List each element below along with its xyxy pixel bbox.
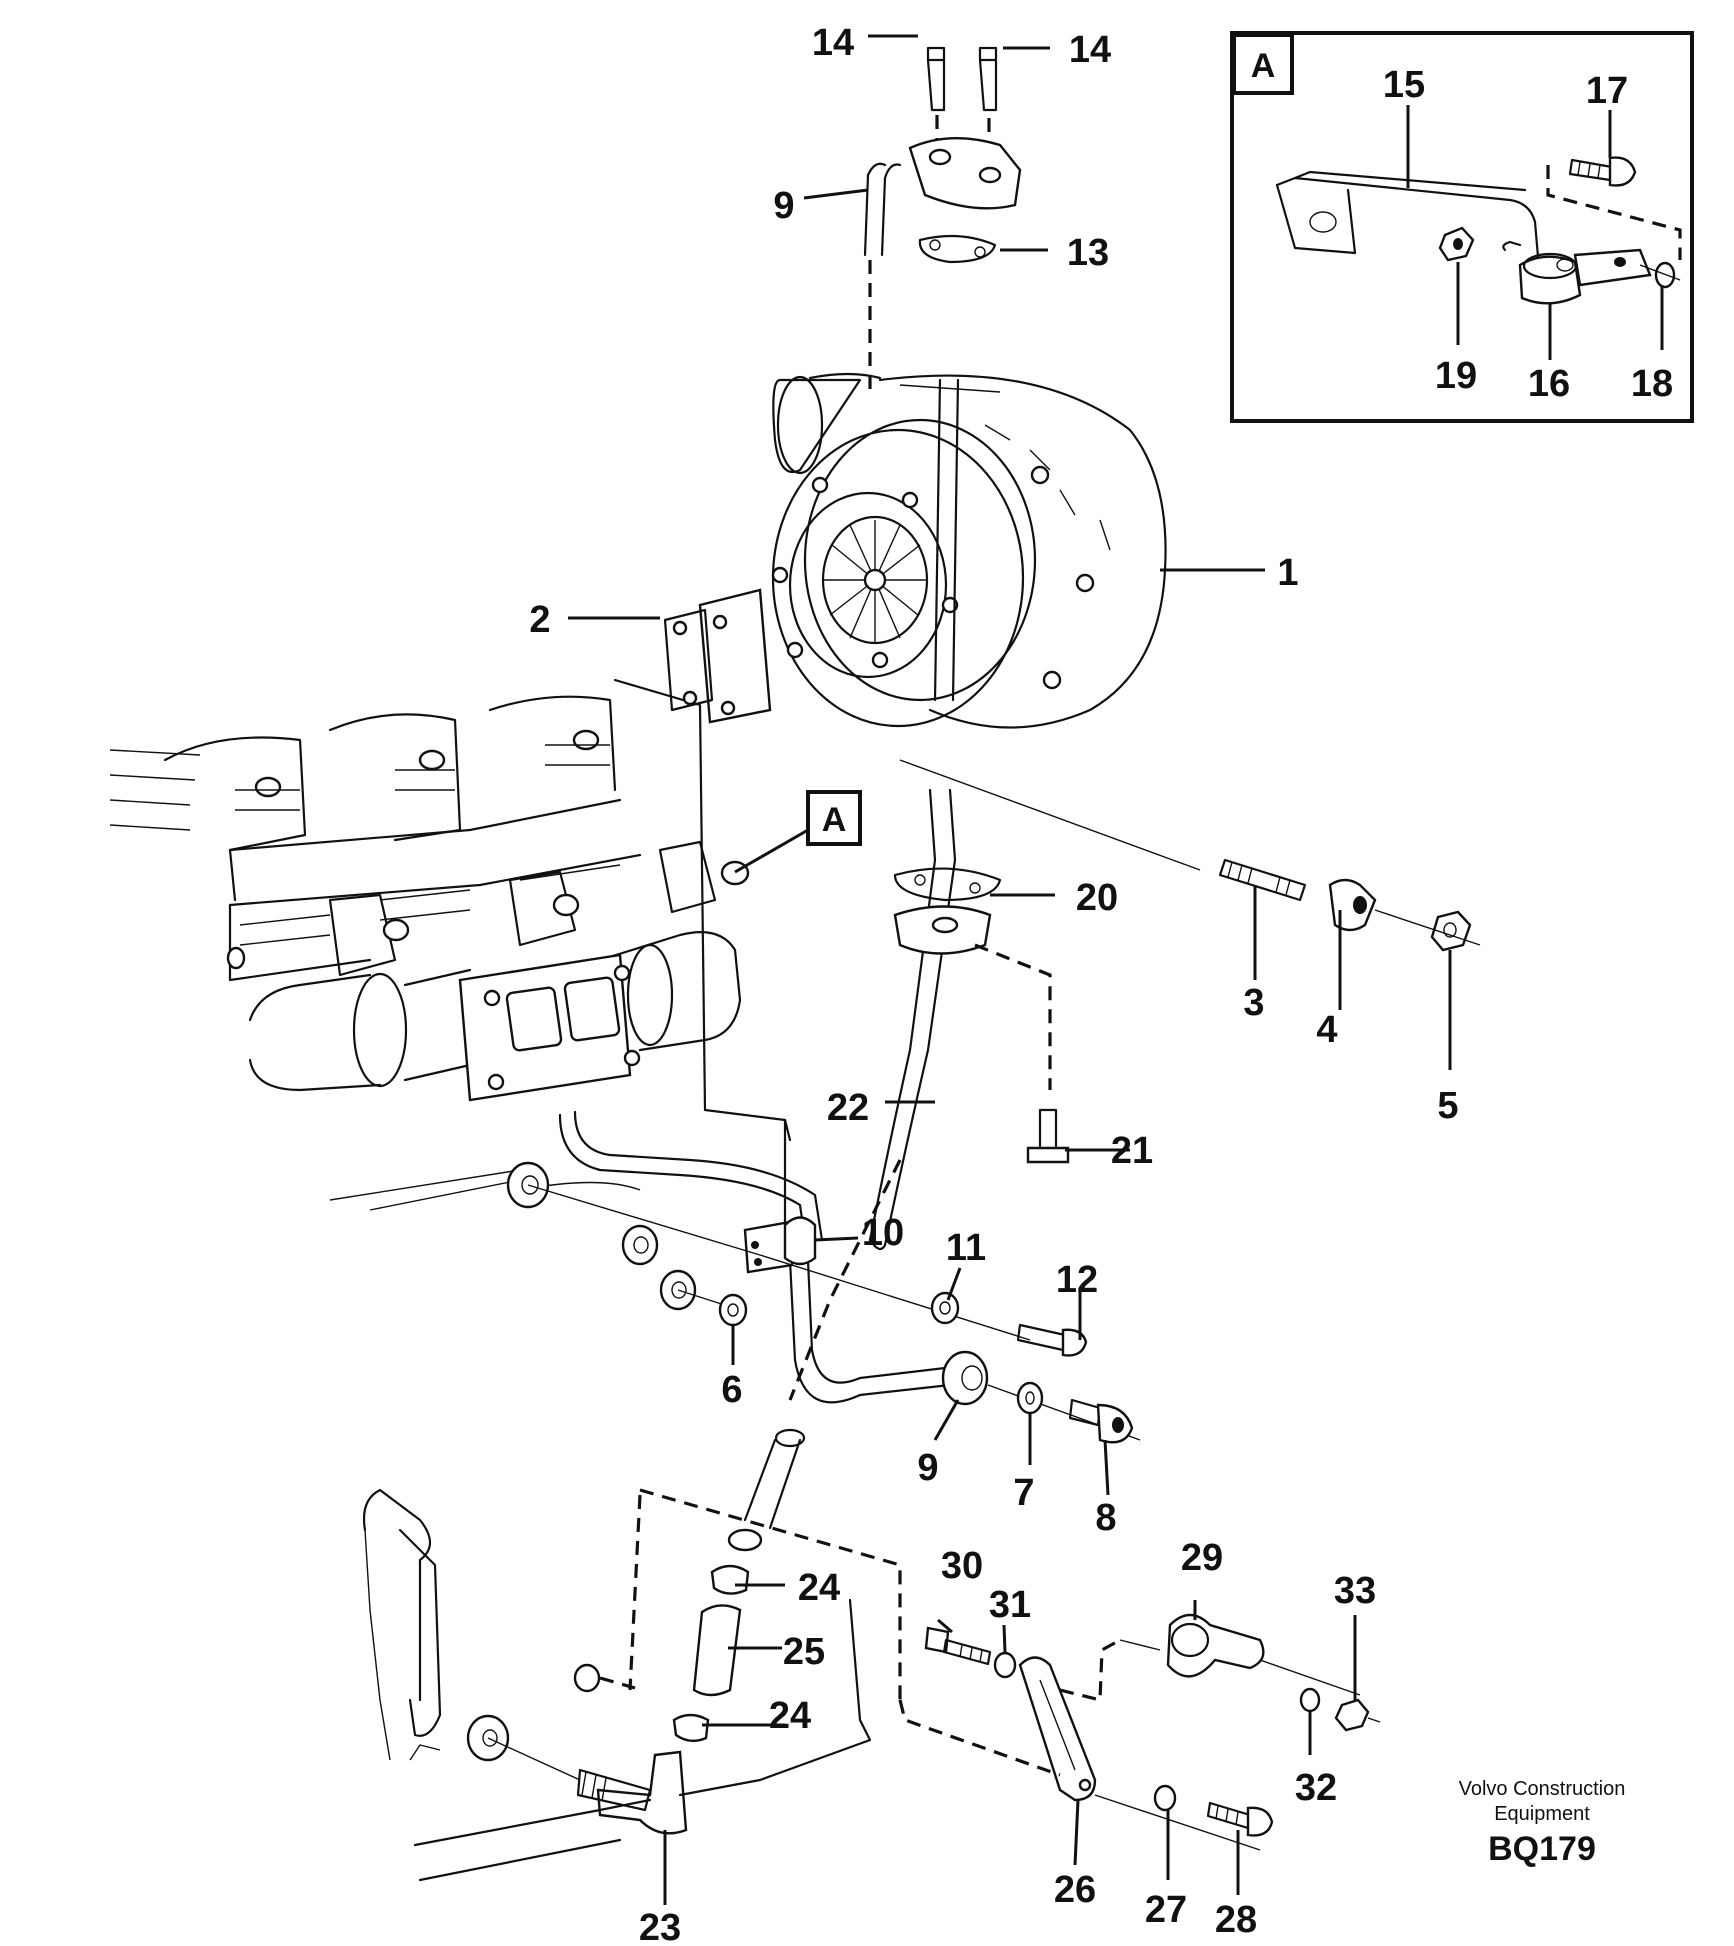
oil-pipes (506, 46, 1141, 1441)
callout-5: 5 (1437, 1085, 1458, 1127)
callout-11: 11 (946, 1227, 986, 1269)
callout-8: 8 (1095, 1497, 1116, 1539)
callout-32: 32 (1295, 1767, 1337, 1809)
callout-14: 14 (1069, 29, 1111, 71)
callout-4: 4 (1316, 1009, 1337, 1051)
turbocharger (663, 372, 1201, 871)
callout-31: 31 (989, 1584, 1031, 1626)
callout-24: 24 (769, 1695, 811, 1737)
callout-9: 9 (773, 185, 794, 227)
callout-26: 26 (1054, 1869, 1096, 1911)
callout-28: 28 (1215, 1899, 1257, 1941)
callout-25: 25 (783, 1631, 825, 1673)
callout-6: 6 (721, 1369, 742, 1411)
compressor-wheel-blades (823, 520, 928, 643)
callout-2: 2 (529, 599, 550, 641)
callout-29: 29 (1181, 1537, 1223, 1579)
oil-return-hose (362, 1428, 902, 1882)
detail-frame-a: A (1230, 31, 1694, 423)
engine-block (109, 678, 792, 1237)
credit-line-1: Volvo Construction (1459, 1778, 1626, 1800)
callout-15: 15 (1383, 64, 1425, 106)
callout-1: 1 (1277, 552, 1298, 594)
callout-labels: 14 14 9 13 1 2 20 3 4 5 22 21 10 11 12 6… (529, 22, 1673, 1946)
callout-14: 14 (812, 22, 854, 64)
callout-3: 3 (1243, 982, 1264, 1024)
callout-13: 13 (1067, 232, 1109, 274)
credit-line-2: Equipment (1494, 1803, 1590, 1825)
credit-block: Volvo Construction Equipment BQ179 (1459, 1778, 1626, 1868)
callout-18: 18 (1631, 363, 1673, 405)
callout-24: 24 (798, 1567, 840, 1609)
callout-19: 19 (1435, 355, 1477, 397)
callout-33: 33 (1334, 1570, 1376, 1612)
callout-20: 20 (1076, 877, 1118, 919)
callout-27: 27 (1145, 1889, 1187, 1931)
callout-30: 30 (941, 1545, 983, 1587)
callout-23: 23 (639, 1907, 681, 1946)
hose-bracket (898, 1613, 1381, 1851)
detail-a-marker: A (734, 790, 862, 874)
detail-marker-letter: A (822, 801, 847, 839)
detail-frame-letter: A (1251, 47, 1276, 85)
callout-22: 22 (827, 1087, 869, 1129)
callout-10: 10 (862, 1212, 904, 1254)
leader-lines (568, 34, 1664, 1905)
callout-12: 12 (1056, 1259, 1098, 1301)
callout-17: 17 (1586, 70, 1628, 112)
callout-7: 7 (1013, 1472, 1034, 1514)
callout-9: 9 (917, 1447, 938, 1489)
callout-16: 16 (1528, 363, 1570, 405)
drawing-code: BQ179 (1488, 1830, 1596, 1868)
callout-21: 21 (1111, 1130, 1153, 1172)
